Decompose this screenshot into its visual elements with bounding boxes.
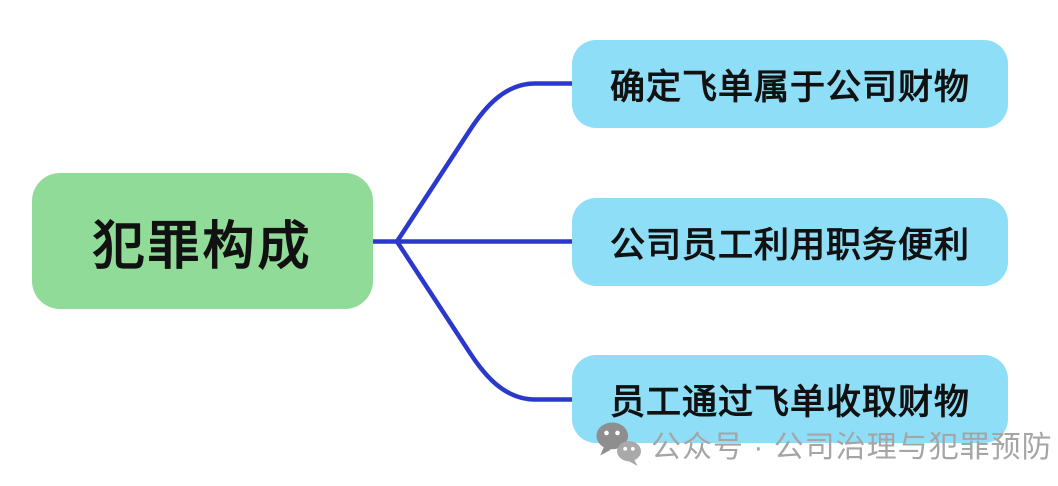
branch-node-3-label: 员工通过飞单收取财物 [609,382,970,422]
watermark: 公众号 · 公司治理与犯罪预防 [594,419,1053,469]
branch-node-2-label: 公司员工利用职务便利 [609,225,970,265]
branch-node-1: 确定飞单属于公司财物 [572,40,1008,128]
wechat-icon [596,422,641,467]
branch-node-2: 公司员工利用职务便利 [572,198,1008,286]
branch-node-3: 员工通过飞单收取财物 [572,355,1008,443]
root-node-label: 犯罪构成 [92,217,313,276]
watermark-text: 公众号 · 公司治理与犯罪预防 [651,431,1053,464]
root-node: 犯罪构成 [32,173,373,309]
connector-top-branch [394,81,576,244]
connector-bottom-branch [394,239,576,402]
branch-node-1-label: 确定飞单属于公司财物 [609,67,970,107]
